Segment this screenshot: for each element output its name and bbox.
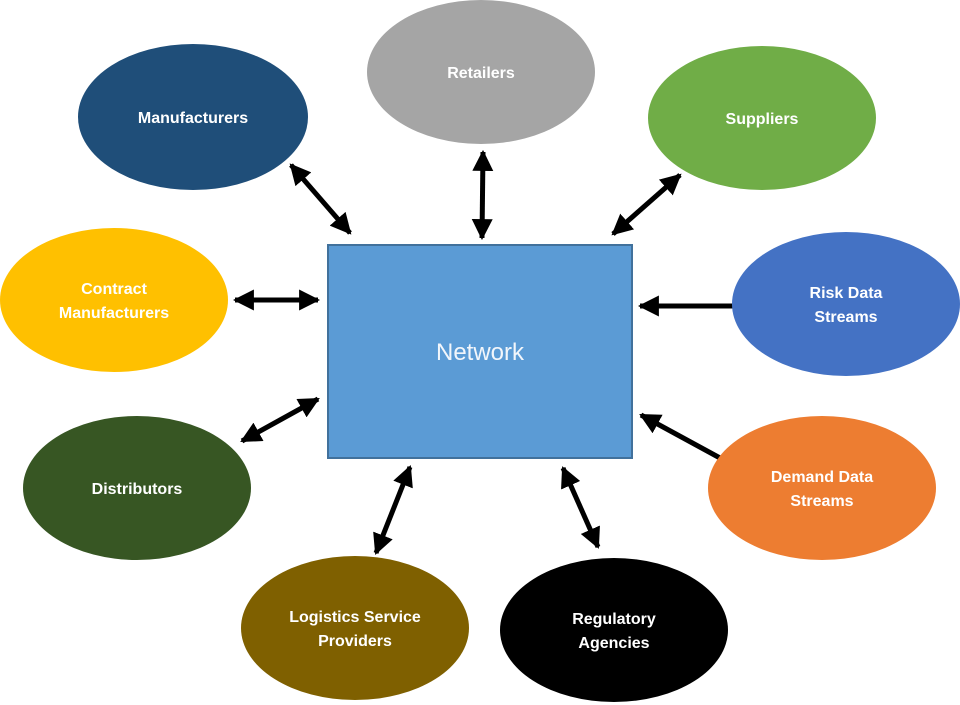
suppliers-arrow [611, 173, 682, 236]
connector-arrows [232, 149, 733, 555]
risk-data-streams-label: Streams [814, 309, 877, 326]
distributors-label: Distributors [92, 481, 183, 498]
retailers-arrow [471, 149, 494, 241]
logistics-service-providers-arrow [373, 465, 413, 555]
distributors-ellipse [23, 416, 251, 560]
manufacturers-ellipse [78, 44, 308, 190]
network-label: Network [436, 339, 525, 366]
node-suppliers: Suppliers [648, 46, 876, 190]
manufacturers-arrow [289, 163, 352, 235]
demand-data-streams-ellipse [708, 416, 936, 560]
demand-data-streams-arrow [639, 412, 722, 461]
node-manufacturers: Manufacturers [78, 44, 308, 190]
logistics-service-providers-label: Logistics Service [289, 609, 421, 626]
logistics-service-providers-ellipse [241, 556, 469, 700]
node-retailers: Retailers [367, 0, 595, 144]
suppliers-label: Suppliers [726, 111, 799, 128]
network-node: Network [327, 244, 633, 459]
demand-data-streams-label: Streams [790, 493, 853, 510]
node-distributors: Distributors [23, 416, 251, 560]
retailers-label: Retailers [447, 65, 515, 82]
contract-manufacturers-label: Manufacturers [59, 305, 169, 322]
manufacturers-label: Manufacturers [138, 110, 248, 127]
retailers-ellipse [367, 0, 595, 144]
contract-manufacturers-ellipse [0, 228, 228, 372]
logistics-service-providers-label: Providers [318, 633, 392, 650]
regulatory-agencies-ellipse [500, 558, 728, 702]
regulatory-agencies-arrow [560, 466, 601, 549]
network-box [327, 244, 633, 459]
distributors-arrow [240, 396, 320, 444]
demand-data-streams-label: Demand Data [771, 469, 873, 486]
contract-manufacturers-label: Contract [81, 281, 147, 298]
risk-data-streams-label: Risk Data [810, 285, 883, 302]
regulatory-agencies-label: Agencies [578, 635, 649, 652]
suppliers-ellipse [648, 46, 876, 190]
regulatory-agencies-label: Regulatory [572, 611, 656, 628]
risk-data-streams-ellipse [732, 232, 960, 376]
